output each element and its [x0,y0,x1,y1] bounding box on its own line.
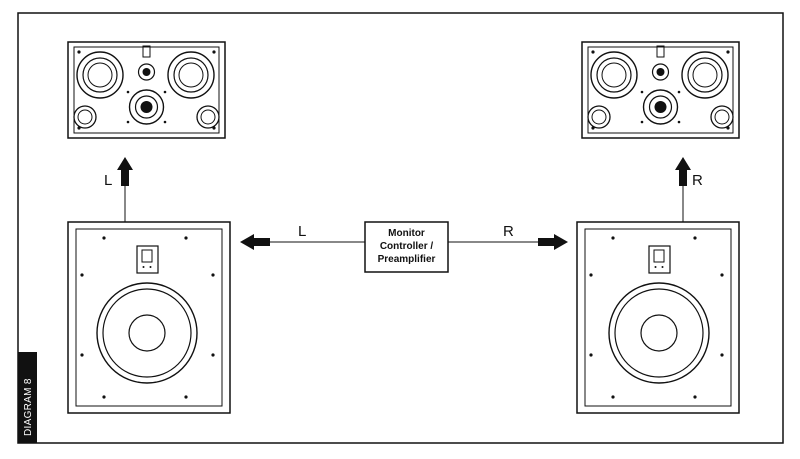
right-feed-connection [448,234,568,250]
monitor-controller-box: Monitor Controller / Preamplifier [364,221,449,273]
right-up-label: R [692,172,703,189]
right-up-connection [675,157,691,222]
left-feed-connection [240,234,365,250]
diagram-frame [17,12,784,444]
controller-line-1: Monitor [388,228,425,239]
diagram-tag: DIAGRAM 8 [18,352,37,443]
right-main-monitor [581,41,740,139]
left-subwoofer [67,221,231,414]
svg-text:DIAGRAM 8: DIAGRAM 8 [23,378,34,436]
left-main-monitor [67,41,226,139]
right-subwoofer [576,221,740,414]
left-feed-label: L [298,223,306,240]
controller-line-2: Controller / [380,241,434,252]
controller-line-3: Preamplifier [378,254,436,265]
left-up-label: L [104,172,112,189]
left-up-connection [117,157,133,222]
right-feed-label: R [503,223,514,240]
